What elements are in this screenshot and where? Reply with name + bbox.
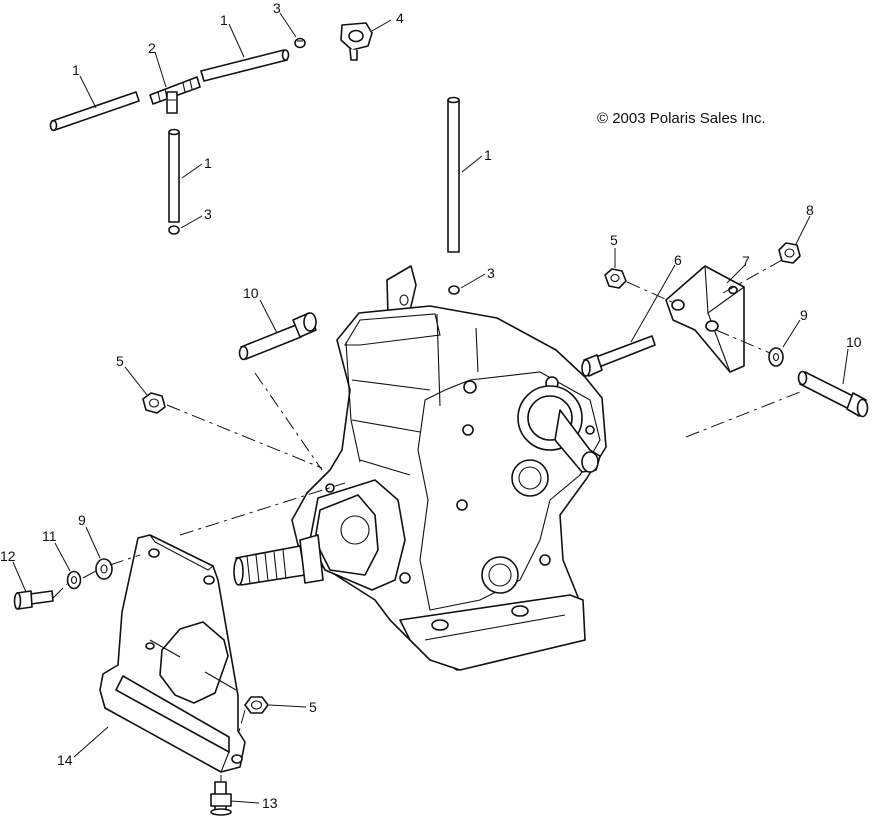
leader-c2 xyxy=(154,51,167,88)
leader-c5a xyxy=(124,366,148,396)
callout-3-top: 3 xyxy=(273,0,281,16)
callout-7: 7 xyxy=(742,253,750,269)
mount-bracket-right xyxy=(665,265,745,373)
flange-nut-lower xyxy=(244,696,269,714)
align-line-plate xyxy=(179,482,346,536)
washer-right xyxy=(768,347,784,367)
front-mount-plate xyxy=(99,534,246,773)
lock-washer xyxy=(66,570,82,590)
leader-c4 xyxy=(371,19,392,32)
washer-left xyxy=(95,558,113,580)
align-line-bolt-left xyxy=(254,372,323,471)
leader-c1b xyxy=(228,23,245,58)
callout-5-left: 5 xyxy=(116,353,124,369)
callout-5-top: 5 xyxy=(610,232,618,248)
callout-1-upper: 1 xyxy=(220,12,228,28)
callout-3-mid: 3 xyxy=(487,265,495,281)
callout-1-tall: 1 xyxy=(484,147,492,163)
callout-11: 11 xyxy=(42,528,57,544)
bolt-right xyxy=(797,370,869,418)
callout-9-left: 9 xyxy=(78,512,86,528)
copyright-notice: © 2003 Polaris Sales Inc. xyxy=(597,110,766,127)
vent-hose-tall xyxy=(447,96,460,253)
hose-cap-mid xyxy=(448,285,460,295)
leader-c11 xyxy=(54,542,71,572)
bolt-bottom xyxy=(210,781,232,816)
hose-clip xyxy=(340,22,373,61)
leader-c9a xyxy=(782,319,801,348)
callout-3-lower: 3 xyxy=(204,206,212,222)
align-line-nut-left xyxy=(166,404,323,469)
bolt-short-left xyxy=(13,590,54,610)
leader-c9b xyxy=(85,526,101,559)
callout-4: 4 xyxy=(396,10,404,26)
align-line-left-hardware xyxy=(52,554,141,599)
vent-hose-upper xyxy=(200,49,290,82)
leader-c3c xyxy=(460,273,486,289)
transmission-housing xyxy=(233,265,607,671)
leader-c3b xyxy=(180,215,203,229)
leader-c8 xyxy=(795,215,811,245)
leader-c13 xyxy=(230,800,260,804)
flange-nut-left xyxy=(142,392,166,414)
callout-13: 13 xyxy=(262,795,278,811)
hose-cap-top xyxy=(294,37,306,49)
tee-fitting xyxy=(149,76,201,114)
leader-c1c xyxy=(181,163,203,179)
leader-c5c xyxy=(268,704,307,708)
align-line-nut-right xyxy=(722,259,783,294)
align-line-nut-top xyxy=(626,281,673,303)
flange-nut-top xyxy=(604,268,627,289)
vent-hose-left xyxy=(49,91,140,132)
align-line-bolt-right xyxy=(685,391,801,438)
leader-c14 xyxy=(73,726,109,758)
callout-1-down: 1 xyxy=(204,155,212,171)
leader-c12 xyxy=(12,561,27,593)
leader-c1a xyxy=(79,75,97,109)
nut-upper-right xyxy=(778,242,801,264)
callout-5-lower: 5 xyxy=(309,699,317,715)
leader-c1d xyxy=(461,155,483,173)
leader-c10a xyxy=(259,299,278,334)
callout-10-left: 10 xyxy=(243,285,259,301)
callout-12: 12 xyxy=(0,548,16,564)
callout-9-right: 9 xyxy=(800,307,808,323)
vent-hose-down xyxy=(168,128,180,223)
callout-14: 14 xyxy=(57,752,73,768)
callout-1-left: 1 xyxy=(72,62,80,78)
leader-c6 xyxy=(630,264,676,343)
callout-6: 6 xyxy=(674,252,682,268)
leader-c7 xyxy=(726,264,746,284)
bolt-left-upper xyxy=(238,312,317,361)
align-line-washer xyxy=(715,329,771,354)
callout-2: 2 xyxy=(148,40,156,56)
callout-10-right: 10 xyxy=(846,334,862,350)
align-line-nut-lower xyxy=(237,709,246,736)
hose-cap-lower xyxy=(168,225,180,235)
callout-8: 8 xyxy=(806,202,814,218)
leader-c3a xyxy=(279,12,297,38)
leader-c10b xyxy=(842,348,849,385)
bolt-bracket xyxy=(581,335,656,377)
